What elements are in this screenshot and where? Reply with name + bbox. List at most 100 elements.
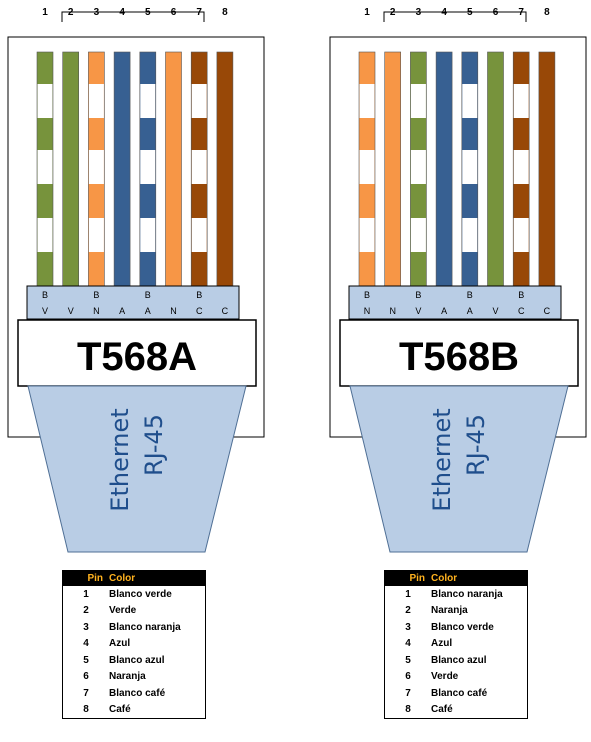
wire-8 — [538, 51, 556, 287]
wire-6 — [487, 51, 504, 287]
code-bottom-2: V — [68, 306, 74, 316]
cable-boot — [27, 385, 247, 553]
code-top-5: B — [145, 290, 151, 300]
wire-2 — [384, 51, 402, 287]
pin-number-1: 1 — [364, 7, 370, 18]
code-bottom-4: A — [441, 306, 447, 316]
pin-cell: 7 — [83, 687, 89, 699]
cable-boot — [349, 385, 569, 553]
standard-title: T568A — [77, 335, 197, 379]
standard-title: T568B — [399, 335, 519, 379]
code-bottom-5: A — [145, 306, 151, 316]
wire-7 — [190, 51, 208, 287]
code-bottom-7: C — [518, 306, 525, 316]
standard-label-box — [339, 319, 579, 387]
wire-3-white-stripe — [88, 150, 104, 184]
wire-2 — [62, 51, 80, 287]
color-cell: Café — [431, 704, 453, 716]
color-cell: Verde — [109, 605, 137, 617]
rj45-label: RJ-45 — [140, 414, 168, 476]
pin-number-8: 8 — [544, 7, 550, 18]
color-cell: Blanco naranja — [109, 621, 181, 633]
wire-5 — [461, 51, 479, 287]
table-row: 3 Blanco naranja — [63, 619, 206, 636]
wire-6-body — [487, 51, 504, 287]
pin-cell: 3 — [83, 621, 89, 633]
color-cell: Blanco azul — [109, 654, 165, 666]
table-row: 1 Blanco verde — [63, 586, 206, 603]
color-cell: Blanco azul — [431, 654, 487, 666]
color-cell: Naranja — [431, 605, 468, 617]
color-cell: Azul — [431, 638, 453, 650]
wire-3-white-stripe — [88, 218, 104, 252]
wire-6 — [165, 51, 182, 287]
code-top-5: B — [467, 290, 473, 300]
wire-7-white-stripe — [191, 150, 207, 184]
code-top-3: B — [415, 290, 421, 300]
wire-5-white-stripe — [140, 84, 156, 118]
table-row: 7 Blanco café — [385, 685, 528, 702]
wire-5-white-stripe — [462, 84, 478, 118]
wire-1-white-stripe — [359, 150, 375, 184]
color-code-box — [26, 285, 240, 320]
code-bottom-1: N — [364, 306, 371, 316]
code-bottom-3: N — [93, 306, 100, 316]
wire-8 — [216, 51, 234, 287]
color-column-header: Color — [431, 570, 528, 586]
wire-4 — [435, 51, 453, 287]
color-cell: Blanco café — [109, 687, 166, 699]
wire-6-body — [165, 51, 182, 287]
code-bottom-3: V — [415, 306, 421, 316]
color-cell: Blanco verde — [109, 588, 172, 600]
wire-3-white-stripe — [410, 150, 426, 184]
wire-1-white-stripe — [359, 84, 375, 118]
wire-8-body — [538, 51, 556, 287]
wire-5-white-stripe — [462, 150, 478, 184]
ethernet-label: Ethernet — [428, 408, 456, 511]
pin-cell: 7 — [405, 687, 411, 699]
pin-cell: 1 — [83, 588, 89, 600]
standard-label-box — [17, 319, 257, 387]
pin-cell: 4 — [83, 638, 89, 650]
code-top-1: B — [42, 290, 48, 300]
wire-2-body — [62, 51, 80, 287]
color-cell: Blanco verde — [431, 621, 494, 633]
wire-5-white-stripe — [140, 150, 156, 184]
pin-cell: 8 — [405, 704, 411, 716]
wire-5-white-stripe — [462, 218, 478, 252]
code-bottom-1: V — [42, 306, 48, 316]
pin-column-header: Pin — [62, 570, 109, 586]
wire-1-white-stripe — [37, 84, 53, 118]
pin-cell: 6 — [83, 671, 89, 683]
color-cell: Blanco café — [431, 687, 488, 699]
wire-3-white-stripe — [410, 84, 426, 118]
pin-cell: 8 — [83, 704, 89, 716]
wire-3-white-stripe — [410, 218, 426, 252]
wire-7-white-stripe — [513, 150, 529, 184]
table-row: 3 Blanco verde — [385, 619, 528, 636]
code-top-7: B — [518, 290, 524, 300]
code-bottom-6: N — [170, 306, 177, 316]
wire-4 — [113, 51, 131, 287]
pin-cell: 2 — [405, 605, 411, 617]
code-bottom-6: V — [492, 306, 498, 316]
wire-5 — [139, 51, 157, 287]
pin-number-1: 1 — [42, 7, 48, 18]
wire-7-white-stripe — [513, 218, 529, 252]
wire-7 — [512, 51, 530, 287]
rj45-label: RJ-45 — [462, 414, 490, 476]
wire-7-white-stripe — [191, 84, 207, 118]
pin-cell: 3 — [405, 621, 411, 633]
